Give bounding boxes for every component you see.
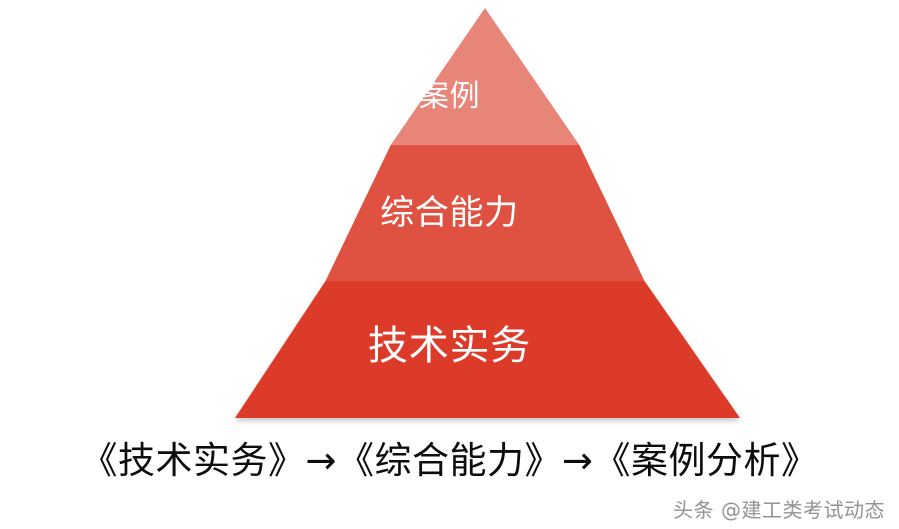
pyramid-tier-middle[interactable] bbox=[325, 145, 645, 281]
sequence-caption: 《技术实务》→《综合能力》→《案例分析》 bbox=[80, 439, 819, 482]
pyramid-shape bbox=[235, 8, 740, 418]
pyramid-tier-bottom[interactable] bbox=[235, 281, 740, 418]
watermark-text: 头条 @建工类考试动态 bbox=[673, 498, 885, 522]
pyramid-tier-top[interactable] bbox=[390, 8, 580, 145]
pyramid-diagram: 案例 综合能力 技术实务 bbox=[235, 8, 740, 418]
